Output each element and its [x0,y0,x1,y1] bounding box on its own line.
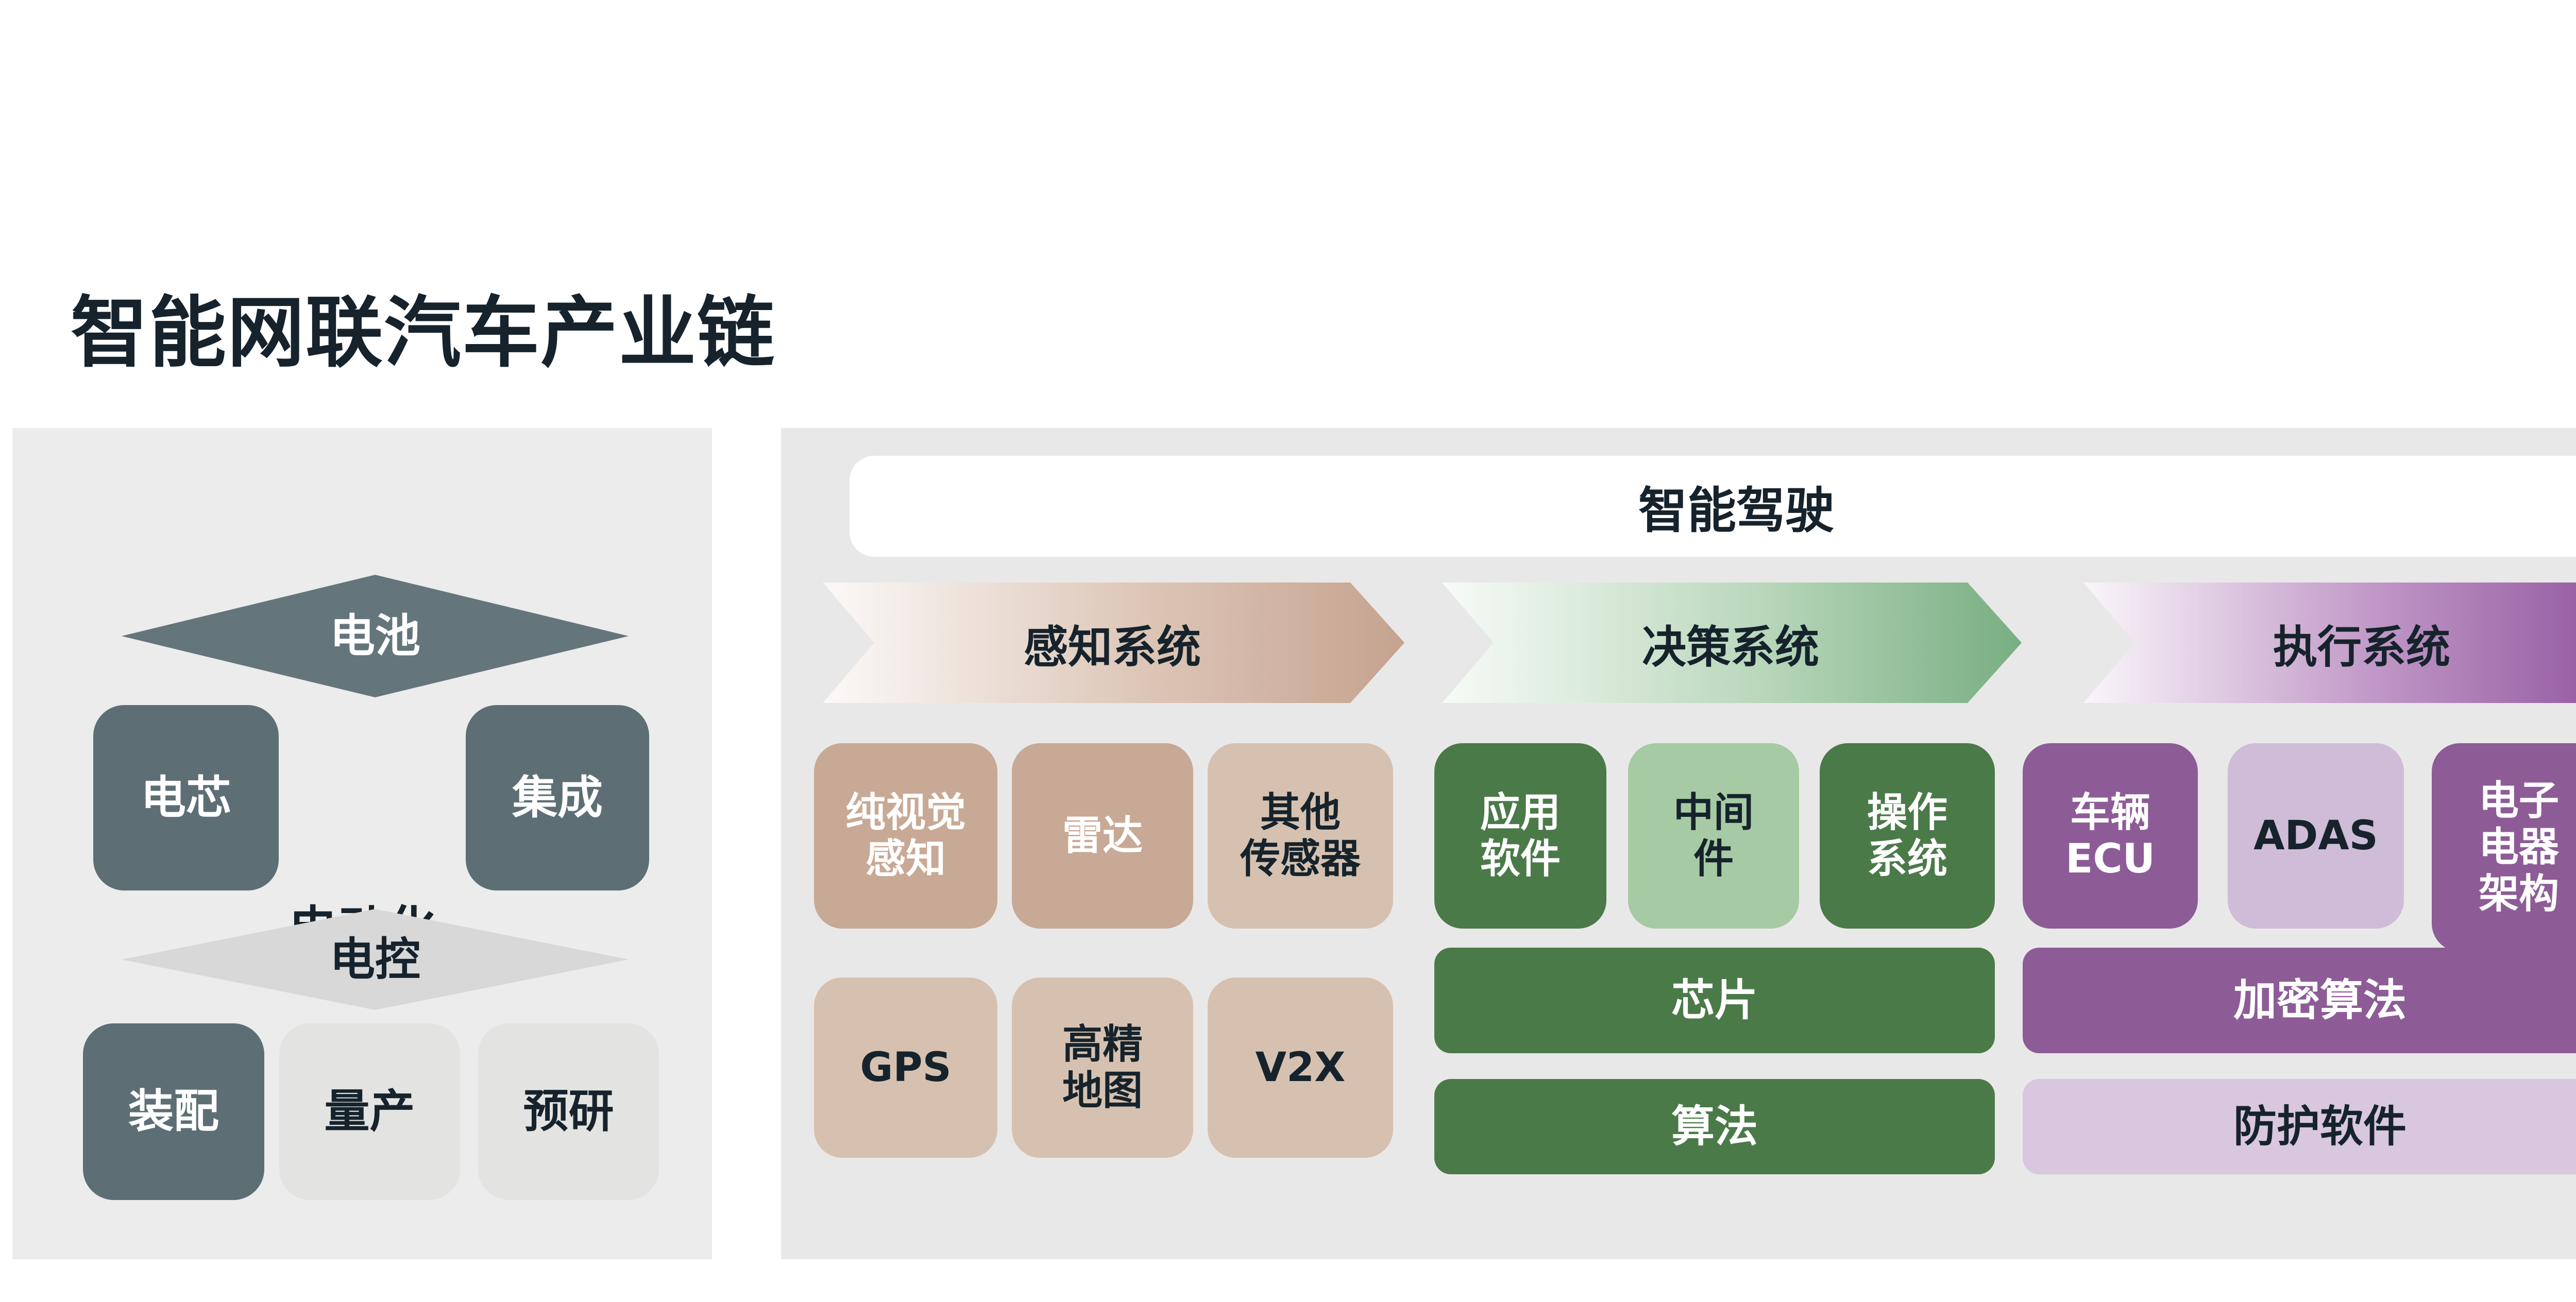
vehicle-ecu-box: 车辆 ECU [2023,743,2198,929]
integration-box: 集成 [466,705,649,890]
adas-label: ADAS [2253,812,2378,859]
radar-box: 雷达 [1012,743,1193,929]
gps-label: GPS [860,1044,952,1091]
cockpit-header: 智能座舱 [2551,456,2576,557]
encryption-bar: 加密算法 [2023,948,2576,1053]
pure-vision-label: 纯视觉 感知 [845,789,966,882]
other-sensors-label: 其他 传感器 [1240,789,1361,882]
pre-research-label: 预研 [523,1085,614,1138]
protection-software-label: 防护软件 [2233,1101,2406,1152]
os-box: 操作 系统 [1820,743,1995,929]
assembly-label: 装配 [128,1085,219,1138]
hd-map-box: 高精 地图 [1012,978,1193,1158]
battery-label: 电池 [329,609,420,662]
adas-box: ADAS [2228,743,2404,929]
vehicle-ecu-label: 车辆 ECU [2065,789,2155,882]
algorithm-bar-label: 算法 [1671,1101,1758,1152]
chip-bar: 芯片 [1434,948,1995,1053]
mass-production-label: 量产 [324,1085,415,1138]
app-software-box: 应用 软件 [1434,743,1606,929]
hd-map-label: 高精 地图 [1062,1021,1143,1114]
mass-production-box: 量产 [279,1023,460,1200]
ee-architecture-box: 电子 电器 架构 [2432,743,2576,952]
v2x-box: V2X [1208,978,1393,1158]
chip-bar-label: 芯片 [1671,974,1758,1025]
app-software-label: 应用 软件 [1480,789,1561,882]
battery-cell-box: 电芯 [93,705,279,890]
middleware-box: 中间 件 [1628,743,1799,929]
assembly-box: 装配 [83,1023,264,1200]
radar-label: 雷达 [1062,812,1143,859]
battery-diamond: 电池 [122,575,629,697]
page-title: 智能网联汽车产业链 [71,288,776,378]
driving-header: 智能驾驶 [1638,482,1834,539]
e-control-label: 电控 [329,932,420,986]
os-label: 操作 系统 [1867,789,1947,882]
electrification-panel: 电动化 电池 电芯 集成 电控 装配 量产 预研 [12,428,712,1259]
execution-arrow-label: 执行系统 [2273,621,2450,673]
perception-arrow-label: 感知系统 [1024,621,1201,673]
encryption-bar-label: 加密算法 [2233,974,2406,1025]
ee-architecture-label: 电子 电器 架构 [2478,777,2559,917]
gps-box: GPS [814,978,997,1158]
battery-cell-label: 电芯 [140,770,231,824]
algorithm-bar: 算法 [1434,1079,1995,1174]
execution-arrow: 执行系统 [2083,583,2576,703]
middleware-label: 中间 件 [1673,789,1754,882]
v2x-label: V2X [1255,1044,1346,1091]
perception-arrow: 感知系统 [823,583,1404,703]
integration-label: 集成 [512,770,603,824]
section-header-bar [850,456,2576,557]
pure-vision-box: 纯视觉 感知 [814,743,997,929]
other-sensors-box: 其他 传感器 [1208,743,1393,929]
decision-arrow-label: 决策系统 [1642,621,1819,673]
protection-software-bar: 防护软件 [2023,1079,2576,1174]
decision-arrow: 决策系统 [1442,583,2022,703]
pre-research-box: 预研 [478,1023,659,1200]
